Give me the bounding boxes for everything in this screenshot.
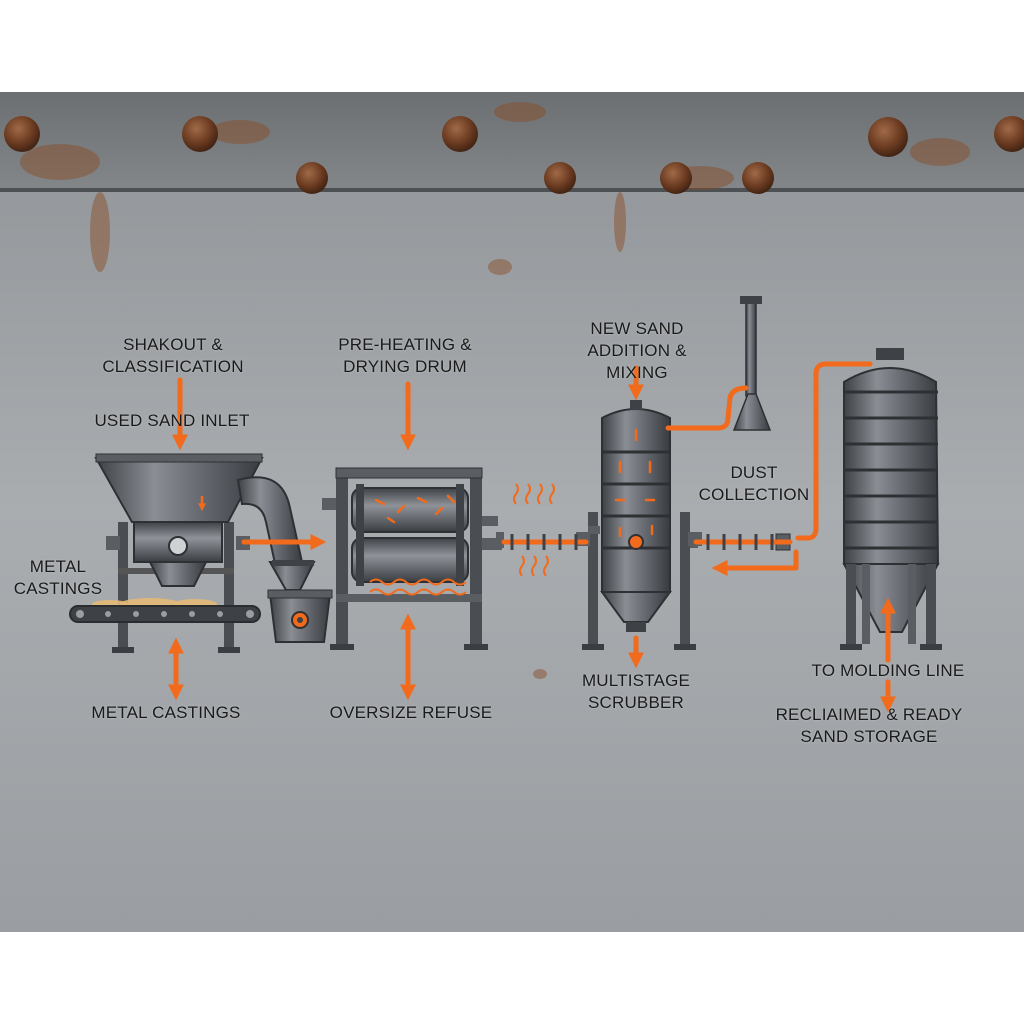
label-line: DRYING DRUM (343, 357, 467, 376)
label-shakeout-classification: SHAKOUT & CLASSIFICATION (98, 334, 248, 378)
label-to-molding-line: TO MOLDING LINE (800, 660, 976, 682)
drum-icon (322, 467, 502, 650)
label-line: SHAKOUT & (123, 335, 223, 354)
label-line: CLASSIFICATION (102, 357, 244, 376)
label-multistage-scrubber: MULTISTAGE SCRUBBER (576, 670, 696, 714)
label-line: MIXING (606, 363, 668, 382)
label-line: COLLECTION (698, 485, 810, 504)
label-metal-castings-bottom: METAL CASTINGS (84, 702, 248, 724)
label-preheating-drying-drum: PRE-HEATING & DRYING DRUM (330, 334, 480, 378)
label-new-sand-addition: NEW SAND ADDITION & MIXING (578, 318, 696, 384)
label-line: CASTINGS (13, 579, 103, 598)
label-line: USED SAND INLET (94, 411, 250, 430)
conveyor-icon (69, 598, 261, 623)
steam-icon (513, 483, 555, 577)
dust-duct-icon (496, 296, 791, 551)
label-reclaimed-sand-storage: RECLIAIMED & READY SAND STORAGE (766, 704, 972, 748)
label-line: PRE-HEATING & (338, 335, 472, 354)
silo-icon (840, 348, 942, 650)
label-line: RECLIAIMED & READY (775, 705, 963, 724)
label-line: METAL CASTINGS (91, 703, 241, 722)
label-used-sand-inlet: USED SAND INLET (90, 410, 254, 432)
label-line: METAL (29, 557, 87, 576)
flow-arrow-icon (167, 361, 897, 713)
hopper-icon (94, 453, 316, 653)
label-line: TO MOLDING LINE (811, 661, 965, 680)
steel-plate-background (0, 92, 1024, 932)
scrubber-icon (576, 400, 702, 650)
label-line: ADDITION & (587, 341, 687, 360)
label-line: SCRUBBER (587, 693, 685, 712)
bucket-icon (267, 589, 333, 643)
label-line: OVERSIZE REFUSE (329, 703, 493, 722)
label-metal-castings-left: METAL CASTINGS (10, 556, 106, 600)
label-dust-collection: DUST COLLECTION (694, 462, 814, 506)
label-line: DUST (730, 463, 778, 482)
label-line: NEW SAND (590, 319, 684, 338)
label-oversize-refuse: OVERSIZE REFUSE (326, 702, 496, 724)
label-line: MULTISTAGE (581, 671, 691, 690)
label-line: SAND STORAGE (800, 727, 938, 746)
